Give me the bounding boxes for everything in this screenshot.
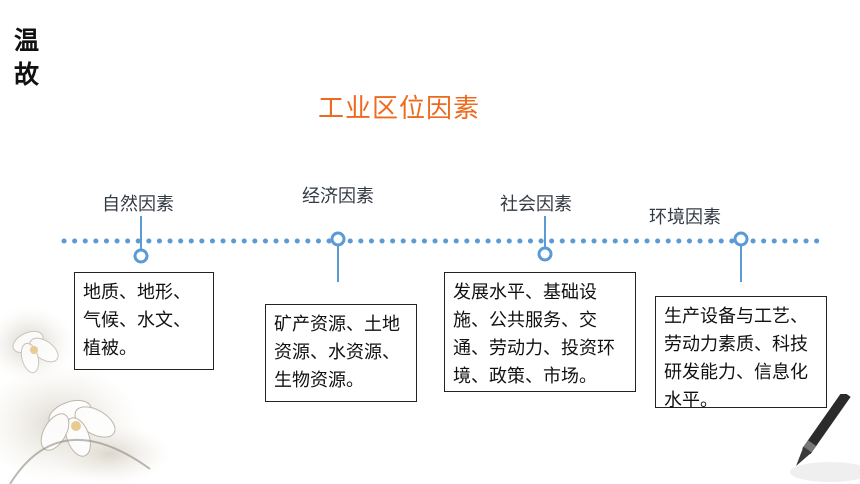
side-title-char-1: 温 — [14, 26, 40, 55]
side-title-char-2: 故 — [14, 60, 40, 89]
category-label-social: 社会因素 — [500, 194, 572, 215]
timeline-marker-3 — [537, 246, 553, 262]
timeline-marker-2 — [330, 231, 346, 247]
category-label-natural: 自然因素 — [102, 194, 174, 215]
factor-box-social: 发展水平、基础设施、公共服务、交通、劳动力、投资环境、政策、市场。 — [444, 272, 636, 392]
main-title: 工业区位因素 — [318, 94, 481, 124]
category-label-economic: 经济因素 — [302, 186, 374, 207]
factor-box-environment: 生产设备与工艺、劳动力素质、科技研发能力、信息化水平。 — [655, 296, 827, 411]
timeline-marker-4 — [733, 231, 749, 247]
timeline-marker-1 — [133, 248, 149, 264]
factor-box-natural: 地质、地形、气候、水文、植被。 — [74, 272, 214, 370]
factor-box-economic: 矿产资源、土地资源、水资源、生物资源。 — [265, 304, 417, 402]
side-title: 温 故 — [14, 24, 44, 92]
category-label-environment: 环境因素 — [649, 207, 721, 228]
ink-flower-decoration — [0, 306, 170, 484]
brush-pen-icon — [790, 394, 860, 482]
